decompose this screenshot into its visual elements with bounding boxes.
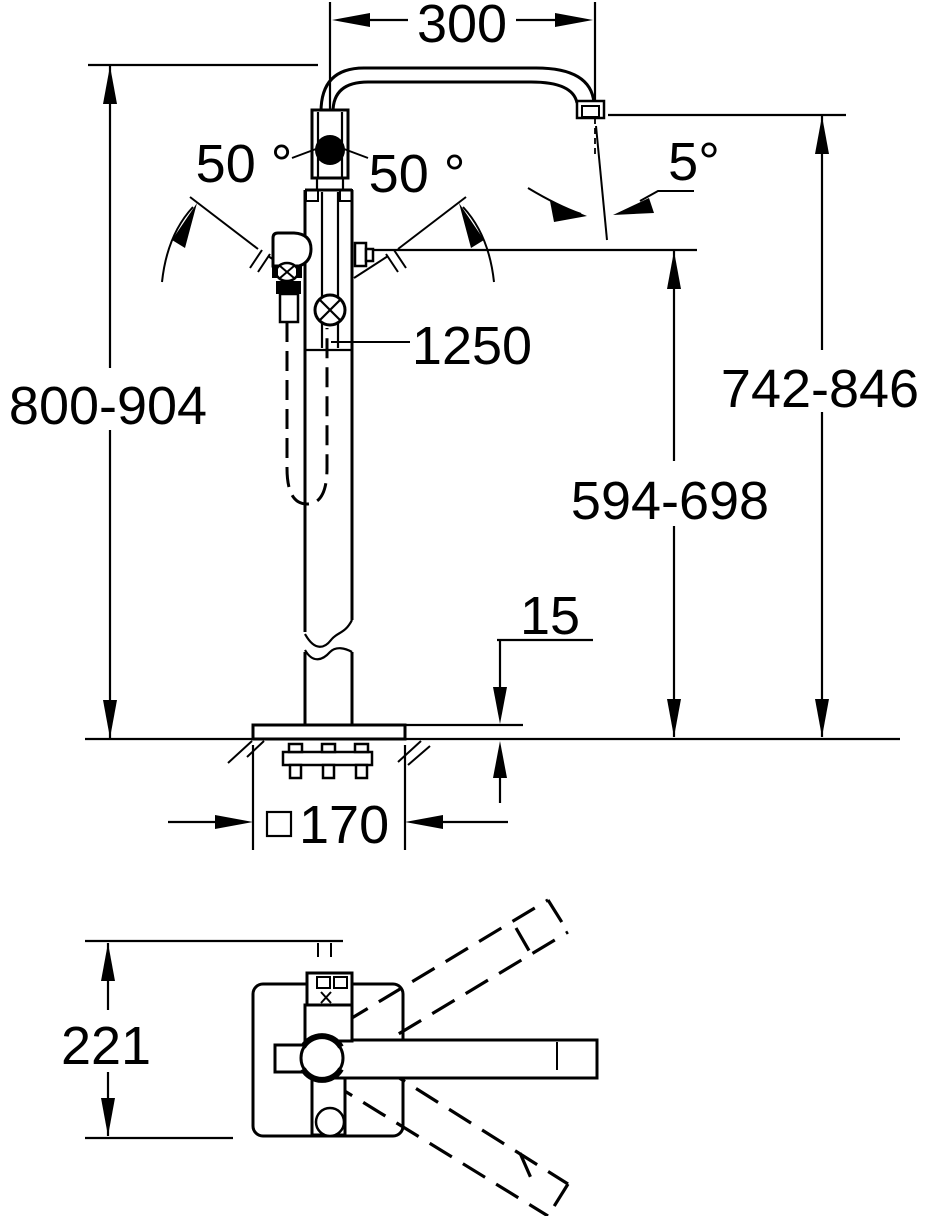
mounting-tab-2 (320, 742, 337, 754)
floor-hatch-left-2 (246, 740, 265, 758)
break-mark-right-1 (393, 249, 407, 269)
mounting-tab-1 (287, 742, 304, 754)
hand-shower-grip (278, 292, 300, 324)
mounting-tab-3 (353, 742, 370, 754)
floor-hatch-right-2 (407, 745, 431, 766)
spout-swung-down-edge-2 (329, 1080, 549, 1216)
spout-nozzle (581, 105, 600, 118)
dim-side-outlet-height-label: 594-698 (571, 471, 769, 531)
swing-line-left (189, 196, 259, 250)
dim-overall-height-label: 800-904 (9, 376, 207, 436)
arrowhead-swing-left (172, 203, 197, 248)
dim-spout-reach-label: 300 (417, 0, 507, 54)
dim-spout-angle-label: 5° (668, 132, 720, 192)
side-outlet-stub-cap (364, 247, 375, 263)
swing-line-right (397, 196, 467, 250)
spout-inner-curve (331, 80, 579, 114)
base-plate (251, 723, 407, 741)
shower-hose-loop (285, 322, 329, 506)
handle-plan-cross-2 (320, 991, 332, 1004)
column-shoulder-right (339, 189, 353, 202)
leader-swing-left (291, 148, 317, 159)
hand-shower-plan (314, 1106, 346, 1138)
diverter-cross-2 (319, 299, 341, 321)
pivot-rotation-arc-top (300, 1033, 344, 1049)
arrowhead-221-bottom (101, 1098, 115, 1136)
arrowhead-15-down (493, 687, 507, 724)
hand-shower-grip-band (276, 281, 301, 294)
arrowhead-594-698-bottom (667, 699, 681, 737)
leader-5deg (639, 190, 694, 202)
top-view: 221 (61, 898, 599, 1216)
mounting-bolt-1 (288, 763, 303, 780)
arrowhead-170-left (215, 815, 253, 829)
front-view: 300 800-904 50 ° 50 ° (9, 0, 919, 855)
spout-swung-up-cap (546, 899, 570, 933)
handle-knob (315, 135, 345, 165)
dim-depth-label: 221 (61, 1016, 151, 1076)
dim-base-plate-height-label: 15 (520, 586, 580, 646)
arrowhead-742-846-bottom (815, 699, 829, 737)
outflow-angled-line (595, 125, 608, 241)
spout-swung-down-cap (546, 1183, 570, 1216)
pivot-rotation-arc-bottom (300, 1067, 344, 1083)
mounting-bar (281, 750, 374, 767)
arrowhead-221-top (101, 943, 115, 981)
dim-hose-length-label: 1250 (412, 316, 532, 376)
holder-swivel-clamp-left (272, 266, 278, 278)
dim-spout-outlet-height-label: 742-846 (721, 359, 919, 419)
arrowhead-swing-right (459, 203, 484, 248)
mounting-bolt-2 (321, 763, 336, 780)
mounting-bolt-3 (354, 763, 369, 780)
dim-base-plate-size-label: 170 (299, 795, 389, 855)
hand-shower-holder (271, 231, 313, 268)
arrowhead-594-698-top (667, 251, 681, 289)
arrowhead-5deg-left (550, 201, 587, 222)
holder-swivel-clamp-right (296, 266, 302, 278)
arrowhead-800-904-top (103, 66, 117, 104)
arrowhead-5deg-right (613, 198, 654, 215)
break-mark-left-1 (249, 249, 263, 269)
handle-plan-detail-right (333, 976, 348, 989)
leader-swing-right (343, 148, 369, 159)
arrowhead-15-up (493, 741, 507, 778)
handle-plan-detail-left (316, 976, 331, 989)
arrowhead-800-904-bottom (103, 700, 117, 738)
floor-hatch-left-1 (227, 740, 253, 764)
spout-swung-down-seam (518, 1152, 536, 1186)
spout-plan (318, 1038, 599, 1080)
arrowhead-742-846-top (815, 116, 829, 154)
arrowhead-170-right (405, 815, 443, 829)
side-outlet-stub (353, 241, 368, 268)
holder-swivel-cross-2 (279, 265, 295, 279)
spout-outer-curve (319, 66, 596, 114)
dim-swing-left-label: 50 ° (196, 134, 293, 194)
spout-swung-up-seam (514, 927, 533, 955)
dim-swing-right-label: 50 ° (369, 144, 466, 204)
pipe-break-wave-upper (304, 619, 353, 648)
arrowhead-300-left (332, 13, 370, 27)
floor-hatch-right-1 (397, 740, 422, 763)
square-symbol-icon (265, 810, 293, 838)
pipe-break-wave-lower (304, 647, 353, 661)
arrowhead-300-right (555, 13, 593, 27)
swing-line-right-end (353, 255, 389, 279)
column-shoulder-left (305, 189, 319, 202)
